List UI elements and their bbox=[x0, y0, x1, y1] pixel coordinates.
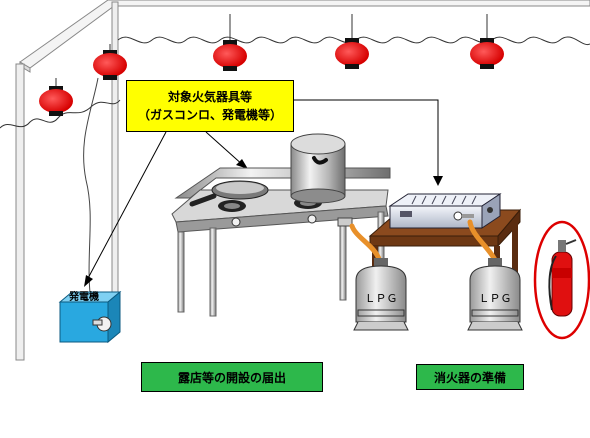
lpg-label: ＬＰＧ bbox=[479, 292, 512, 305]
generator-icon bbox=[58, 290, 122, 344]
callout-subtitle: （ガスコンロ、発電機等） bbox=[137, 108, 282, 122]
paper-lantern-icon bbox=[213, 14, 247, 71]
paper-lantern-icon bbox=[39, 78, 73, 116]
fire-extinguisher-icon bbox=[548, 239, 577, 317]
fire-equipment-callout: 対象火気器具等 （ガスコンロ、発電機等） bbox=[126, 80, 294, 132]
extinguisher-prep-label: 消火器の準備 bbox=[416, 364, 524, 390]
grill-icon bbox=[388, 193, 502, 229]
lpg-cylinder-icon bbox=[353, 258, 409, 331]
stock-pot-icon bbox=[290, 133, 346, 204]
generator-label: 発電機 bbox=[68, 290, 99, 303]
callout-title: 対象火気器具等 bbox=[167, 90, 252, 104]
callout-arrows bbox=[85, 99, 439, 283]
extinguisher-highlight-ring bbox=[533, 220, 590, 340]
lpg-label: ＬＰＧ bbox=[365, 292, 398, 305]
paper-lantern-icon bbox=[470, 14, 504, 69]
frying-pan-icon bbox=[189, 180, 269, 207]
generator-cable bbox=[83, 77, 99, 311]
paper-lantern-icon bbox=[335, 14, 369, 69]
paper-lantern-icon bbox=[93, 44, 127, 80]
stall-opening-notice-label: 露店等の開設の届出 bbox=[141, 362, 323, 392]
lpg-cylinder-icon bbox=[467, 258, 523, 331]
